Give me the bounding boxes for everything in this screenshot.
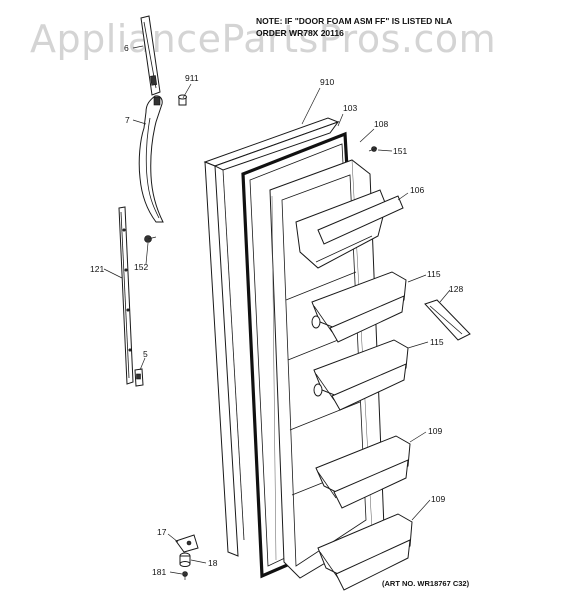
door-handle xyxy=(138,95,164,223)
callout-17: 17 xyxy=(157,527,167,537)
callout-181: 181 xyxy=(152,567,166,577)
door-outer-panel xyxy=(203,117,340,557)
clip-5 xyxy=(134,368,144,387)
callout-128: 128 xyxy=(449,284,463,294)
trim-strip xyxy=(118,206,134,385)
callout-115-lower: 115 xyxy=(430,337,444,347)
callout-115-upper: 115 xyxy=(427,269,441,279)
watermark-text: AppliancePartsPros.com xyxy=(30,17,496,61)
art-number: (ART NO. WR18767 C32) xyxy=(382,579,470,588)
callout-18: 18 xyxy=(208,558,218,568)
callout-109-upper: 109 xyxy=(428,426,442,436)
callout-910: 910 xyxy=(320,77,334,87)
hinge-screw xyxy=(182,571,188,580)
bottom-hinge xyxy=(175,534,199,553)
callout-151: 151 xyxy=(393,146,407,156)
callout-6: 6 xyxy=(124,43,129,53)
note-line-1: NOTE: IF "DOOR FOAM ASM FF" IS LISTED NL… xyxy=(256,16,452,26)
callout-121: 121 xyxy=(90,264,104,274)
callout-5: 5 xyxy=(143,349,148,359)
callout-106: 106 xyxy=(410,185,424,195)
callout-911: 911 xyxy=(185,73,199,83)
door-bin-109-upper xyxy=(315,435,411,509)
callout-108: 108 xyxy=(374,119,388,129)
dairy-compartment-door xyxy=(295,189,404,269)
handle-bracket-top xyxy=(140,15,161,96)
screw-151 xyxy=(368,146,378,152)
note-line-2: ORDER WR78X 20116 xyxy=(256,28,344,38)
door-bin-109-lower xyxy=(317,513,413,591)
hinge-pin xyxy=(179,552,191,567)
callout-152: 152 xyxy=(134,262,148,272)
screw-911 xyxy=(178,94,187,106)
callout-109-lower: 109 xyxy=(431,494,445,504)
shelf-insert-128 xyxy=(424,299,471,341)
callout-103: 103 xyxy=(343,103,357,113)
door-bin-115-upper xyxy=(311,271,407,343)
callout-7: 7 xyxy=(125,115,130,125)
leader-lines xyxy=(103,45,451,575)
door-bin-115-lower xyxy=(313,339,409,411)
screw-152 xyxy=(144,235,157,243)
